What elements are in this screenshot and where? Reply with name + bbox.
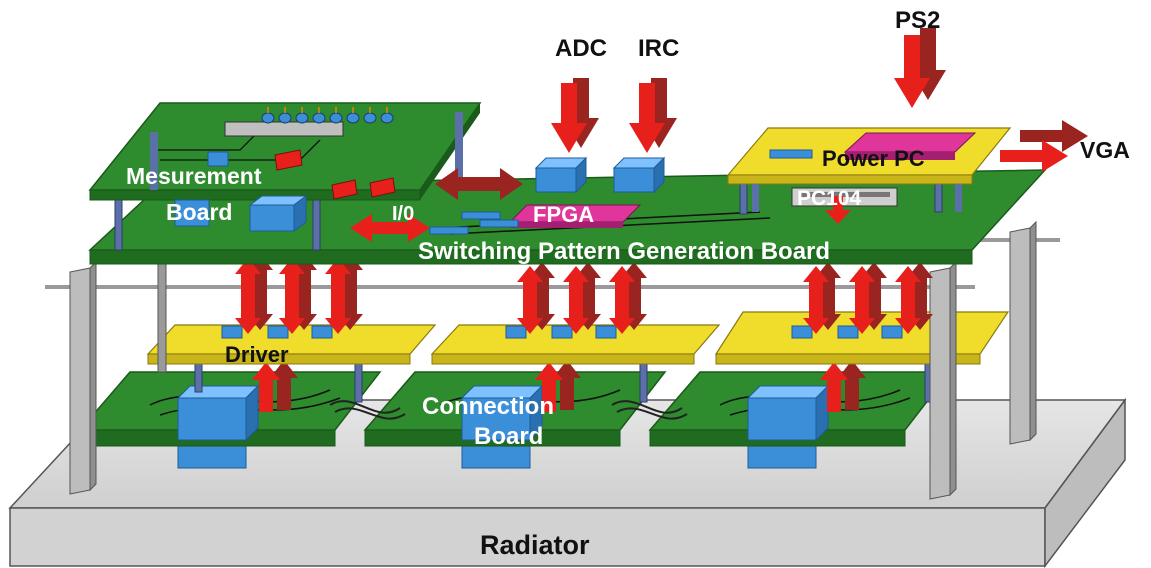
switching-board-label: Switching Pattern Generation Board bbox=[418, 238, 830, 265]
bidirectional-arrow bbox=[235, 258, 261, 334]
top-chips bbox=[429, 156, 666, 235]
resistor-strip bbox=[261, 107, 394, 124]
power-module-blocks bbox=[176, 384, 830, 442]
measurement-board bbox=[88, 102, 482, 232]
connection-board-label-line1: Connection bbox=[422, 393, 554, 420]
connection-board-label-line2: Board bbox=[474, 423, 543, 450]
gate-signal-arrows bbox=[235, 254, 933, 334]
text-labels: Radiator Connection Board Driver Switchi… bbox=[126, 7, 1130, 560]
resistor-icon bbox=[261, 112, 275, 124]
signal-arrows bbox=[350, 28, 1088, 242]
driver-label: Driver bbox=[225, 342, 289, 367]
resistor-icon bbox=[380, 112, 394, 124]
vga-label: VGA bbox=[1080, 137, 1130, 163]
io-label: I/0 bbox=[392, 203, 414, 225]
bidirectional-arrow bbox=[849, 266, 875, 334]
measurement-board-label-line1: Mesurement bbox=[126, 163, 262, 189]
bidirectional-arrow bbox=[609, 266, 635, 334]
resistor-icon bbox=[363, 112, 377, 124]
resistor-icon bbox=[346, 112, 360, 124]
radiator-label: Radiator bbox=[480, 530, 590, 560]
bidirectional-arrow bbox=[563, 266, 589, 334]
bidirectional-arrow bbox=[279, 258, 305, 334]
bidirectional-arrow bbox=[803, 266, 829, 334]
driver-chips bbox=[221, 325, 903, 339]
bidirectional-arrow bbox=[325, 258, 351, 334]
fpga-label: FPGA bbox=[533, 202, 594, 227]
bidirectional-arrow bbox=[517, 266, 543, 334]
power-pc-label: Power PC bbox=[822, 146, 925, 171]
measurement-board-label-line2: Board bbox=[166, 199, 232, 225]
bidirectional-arrow bbox=[895, 266, 921, 334]
connection-wires bbox=[329, 400, 688, 420]
block-arrows bbox=[252, 360, 866, 412]
ps2-label: PS2 bbox=[895, 7, 940, 34]
resistor-icon bbox=[295, 112, 309, 124]
resistor-icon bbox=[278, 112, 292, 124]
power-pc-board bbox=[726, 127, 1012, 212]
adc-label: ADC bbox=[555, 35, 607, 62]
resistor-icon bbox=[312, 112, 326, 124]
driver-board-2 bbox=[430, 324, 721, 365]
driver-board-1 bbox=[146, 324, 437, 365]
irc-label: IRC bbox=[638, 35, 679, 62]
pc104-label: PC104 bbox=[797, 187, 862, 210]
resistor-icon bbox=[329, 112, 343, 124]
